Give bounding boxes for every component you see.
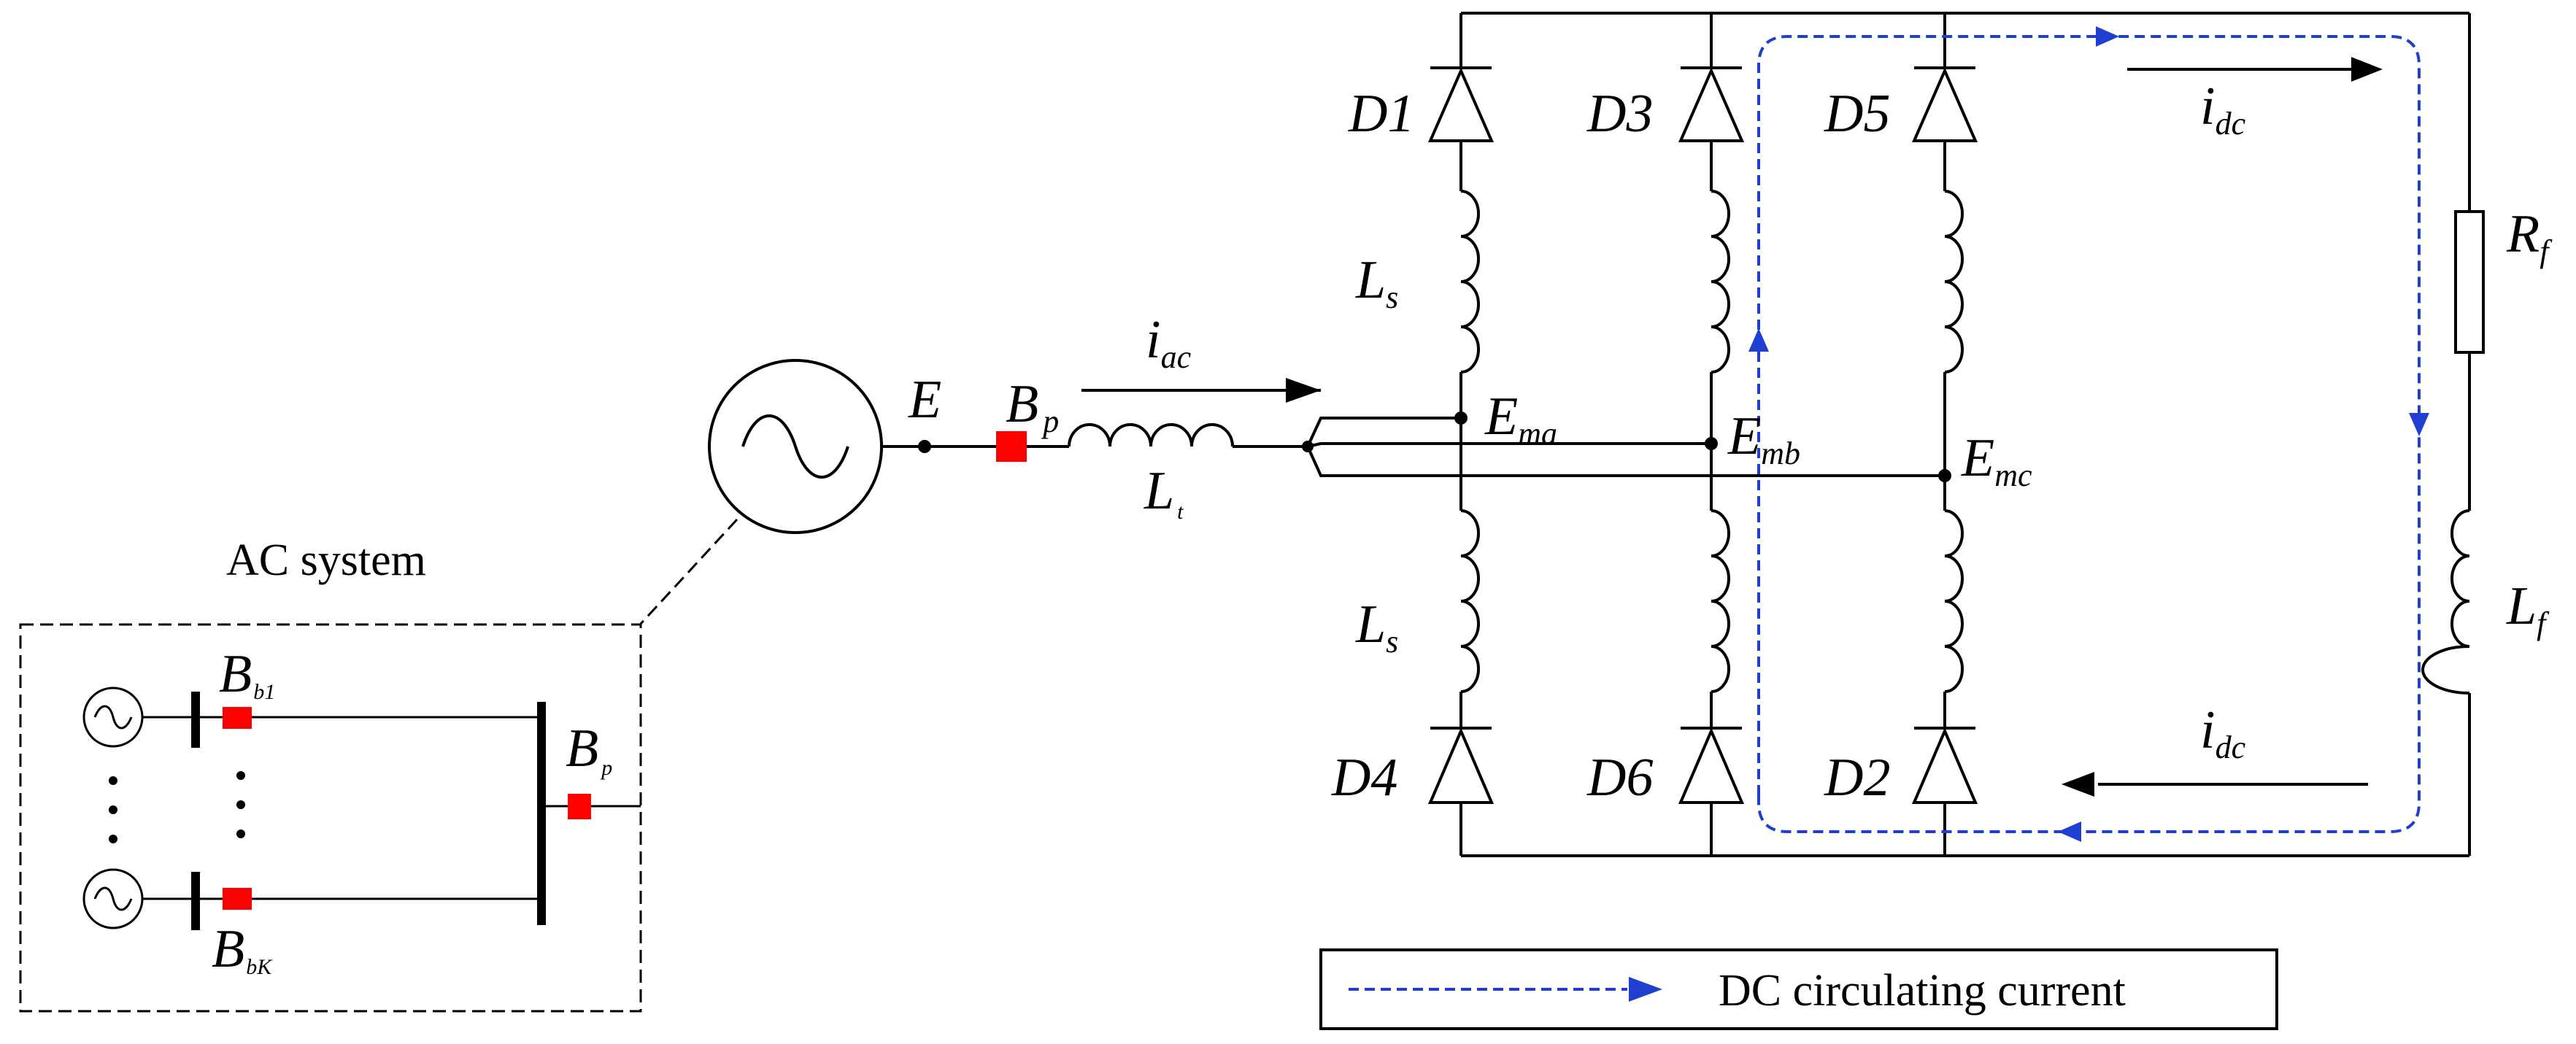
label-d5: D5 xyxy=(1824,84,1890,144)
label-bbk: BbK xyxy=(212,919,273,979)
label-ls-upper: Ls xyxy=(1355,250,1398,315)
diode-d2 xyxy=(1911,727,1978,804)
label-lf: Lf xyxy=(2506,576,2550,641)
breaker-bp xyxy=(996,431,1027,462)
ac-system-leader xyxy=(639,518,739,625)
iac-arrowhead xyxy=(1286,378,1321,403)
inductor-ls-b-lower xyxy=(1711,509,1730,693)
inductor-ls-a-lower xyxy=(1460,509,1480,693)
breaker-bb1 xyxy=(223,707,252,729)
legend: DC circulating current xyxy=(1319,948,2278,1030)
leg-a xyxy=(1427,13,1495,856)
label-d3: D3 xyxy=(1586,84,1653,144)
inductor-ls-c-upper xyxy=(1944,190,1964,374)
leg-c xyxy=(1911,13,1978,856)
inductor-ls-a-upper xyxy=(1460,190,1480,374)
label-d4: D4 xyxy=(1331,748,1397,808)
label-emb: Emb xyxy=(1727,406,1800,471)
ac-feeder xyxy=(708,359,1945,534)
circulating-current-path xyxy=(1748,26,2429,842)
bridge-rails xyxy=(1461,12,2471,857)
label-d6: D6 xyxy=(1586,748,1653,808)
diode-d3 xyxy=(1678,66,1745,142)
diode-d4 xyxy=(1427,727,1495,804)
label-ema: Ema xyxy=(1484,387,1557,452)
label-d1: D1 xyxy=(1348,84,1414,144)
sine-wave-icon xyxy=(93,705,133,730)
label-rf: Rf xyxy=(2506,204,2553,269)
inductor-ls-b-upper xyxy=(1711,190,1730,374)
label-iac: iac xyxy=(1146,310,1192,375)
diode-d6 xyxy=(1678,727,1745,804)
leg-b xyxy=(1678,13,1745,856)
breaker-bbk xyxy=(223,888,252,910)
ac-system-box xyxy=(19,623,642,1013)
label-emc: Emc xyxy=(1961,428,2032,493)
diode-d5 xyxy=(1911,66,1978,142)
label-e: E xyxy=(908,370,941,430)
label-idc-top: idc xyxy=(2200,77,2246,142)
label-idc-bottom: idc xyxy=(2200,700,2246,765)
diode-d1 xyxy=(1427,66,1495,142)
node-e-dot xyxy=(918,440,931,453)
label-ls-lower: Ls xyxy=(1355,595,1398,660)
label-bb1: Bb1 xyxy=(219,644,275,704)
legend-arrowhead xyxy=(1629,977,1662,1002)
inductor-lt xyxy=(1068,423,1234,447)
sine-wave-icon xyxy=(93,886,133,911)
inductor-lf xyxy=(2421,509,2470,695)
ac-system-contents xyxy=(82,687,641,930)
inductor-ls-c-lower xyxy=(1944,509,1964,693)
resistor-rf xyxy=(2454,210,2485,354)
legend-label: DC circulating current xyxy=(1719,966,2126,1016)
breaker-bp-out xyxy=(568,794,591,819)
label-d2: D2 xyxy=(1824,748,1890,808)
ac-system-title: AC system xyxy=(226,535,426,585)
sine-wave-icon xyxy=(741,414,849,479)
